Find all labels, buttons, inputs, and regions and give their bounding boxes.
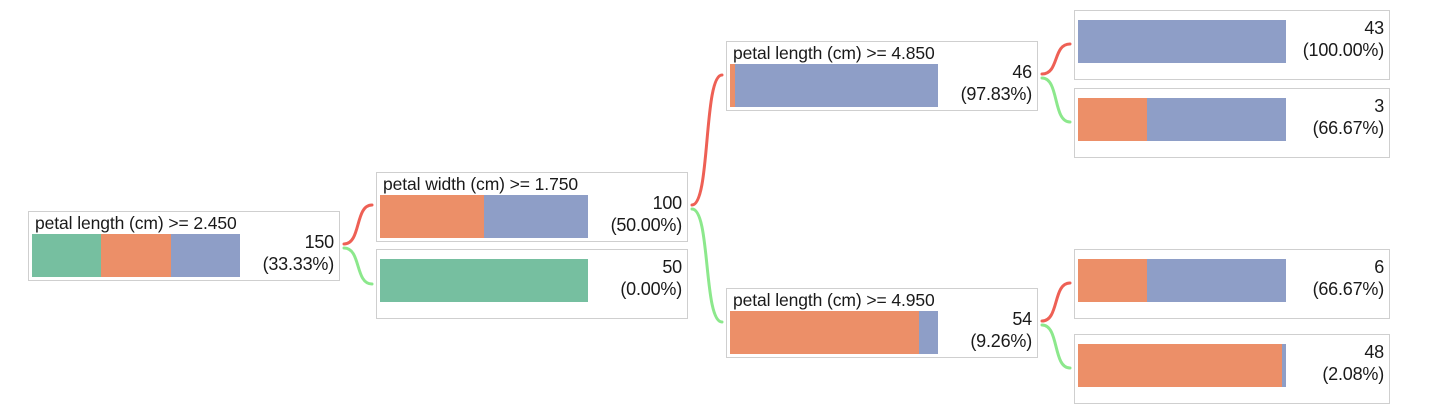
node-sample-count: 48 (1364, 342, 1384, 362)
bar-segment-class-1 (1078, 344, 1282, 387)
tree-edge-no (1040, 323, 1072, 370)
node-percent: (100.00%) (1302, 40, 1384, 60)
node-class-distribution-bar (1078, 98, 1286, 141)
tree-leaf-node[interactable]: 48(2.08%) (1074, 334, 1390, 404)
tree-split-node[interactable]: petal width (cm) >= 1.750 100(50.00%) (376, 172, 688, 242)
tree-leaf-node[interactable]: 6(66.67%) (1074, 249, 1390, 319)
bar-segment-class-2 (1147, 259, 1286, 302)
node-stats: 3(66.67%) (1312, 95, 1385, 140)
node-stats: 150(33.33%) (262, 231, 335, 276)
node-class-distribution-bar (1078, 344, 1286, 387)
node-class-distribution-bar (730, 311, 938, 354)
node-percent: (33.33%) (262, 254, 335, 274)
node-sample-count: 54 (1012, 309, 1032, 329)
node-sample-count: 150 (304, 232, 335, 252)
bar-segment-class-2 (734, 64, 938, 107)
node-sample-count: 50 (662, 257, 682, 277)
node-class-distribution-bar (32, 234, 240, 277)
bar-segment-class-1 (730, 311, 919, 354)
tree-edge-yes (690, 73, 724, 207)
node-class-distribution-bar (1078, 259, 1286, 302)
tree-leaf-node[interactable]: 3(66.67%) (1074, 88, 1390, 158)
node-stats: 6(66.67%) (1312, 256, 1385, 301)
node-stats: 50(0.00%) (620, 256, 682, 301)
tree-edge-no (690, 207, 724, 324)
node-percent: (97.83%) (960, 84, 1033, 104)
node-sample-count: 6 (1374, 257, 1384, 277)
bar-segment-class-0 (32, 234, 102, 277)
bar-segment-class-2 (918, 311, 938, 354)
tree-edge-yes (342, 203, 374, 246)
tree-split-node[interactable]: petal length (cm) >= 4.950 54(9.26%) (726, 288, 1038, 358)
node-split-condition: petal length (cm) >= 2.450 (35, 213, 237, 233)
bar-segment-class-1 (1078, 98, 1148, 141)
bar-segment-class-1 (1078, 259, 1148, 302)
node-percent: (66.67%) (1312, 118, 1385, 138)
tree-leaf-node[interactable]: 43(100.00%) (1074, 10, 1390, 80)
node-sample-count: 43 (1364, 18, 1384, 38)
node-stats: 54(9.26%) (970, 308, 1032, 353)
node-class-distribution-bar (1078, 20, 1286, 63)
bar-segment-class-1 (380, 195, 484, 238)
node-class-distribution-bar (380, 195, 588, 238)
node-stats: 46(97.83%) (960, 61, 1033, 106)
node-percent: (2.08%) (1322, 364, 1384, 384)
bar-segment-class-2 (1281, 344, 1286, 387)
tree-split-node[interactable]: petal length (cm) >= 4.850 46(97.83%) (726, 41, 1038, 111)
node-stats: 48(2.08%) (1322, 341, 1384, 386)
node-stats: 43(100.00%) (1303, 17, 1384, 62)
node-class-distribution-bar (730, 64, 938, 107)
bar-segment-class-2 (484, 195, 588, 238)
tree-leaf-node[interactable]: 50(0.00%) (376, 249, 688, 319)
node-split-condition: petal length (cm) >= 4.850 (733, 43, 935, 63)
tree-edge-no (1040, 76, 1072, 124)
node-percent: (0.00%) (620, 279, 682, 299)
node-split-condition: petal width (cm) >= 1.750 (383, 174, 578, 194)
node-sample-count: 46 (1012, 62, 1032, 82)
node-percent: (66.67%) (1312, 279, 1385, 299)
tree-edge-no (342, 246, 374, 286)
node-percent: (9.26%) (970, 331, 1032, 351)
bar-segment-class-2 (170, 234, 240, 277)
tree-edge-yes (1040, 42, 1072, 76)
bar-segment-class-1 (101, 234, 171, 277)
tree-split-node[interactable]: petal length (cm) >= 2.450 150(33.33%) (28, 211, 340, 281)
node-stats: 100(50.00%) (610, 192, 683, 237)
node-class-distribution-bar (380, 259, 588, 302)
node-sample-count: 3 (1374, 96, 1384, 116)
bar-segment-class-2 (1078, 20, 1286, 63)
node-split-condition: petal length (cm) >= 4.950 (733, 290, 935, 310)
node-percent: (50.00%) (610, 215, 683, 235)
bar-segment-class-2 (1147, 98, 1286, 141)
tree-edge-yes (1040, 281, 1072, 323)
bar-segment-class-1 (730, 64, 735, 107)
bar-segment-class-0 (380, 259, 588, 302)
node-sample-count: 100 (652, 193, 683, 213)
